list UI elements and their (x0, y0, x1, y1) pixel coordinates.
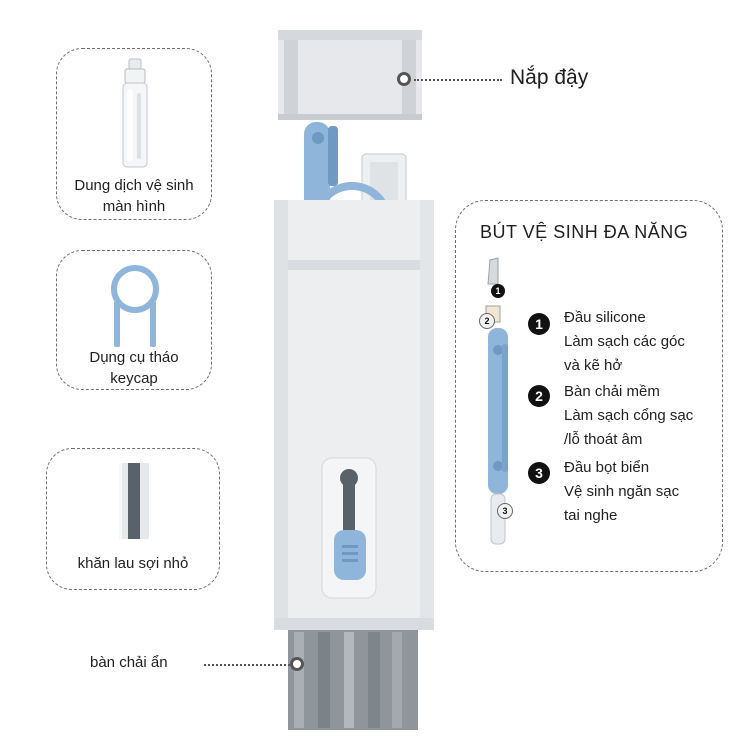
feature-badge-3: 3 (528, 462, 550, 484)
lid-callout-line (414, 79, 502, 81)
hidden-brush-label: bàn chải ẩn (90, 654, 168, 671)
feature-3: Đầu bọt biển Vệ sinh ngăn sạc tai nghe (564, 456, 679, 528)
lid-marker-dot (397, 72, 411, 86)
main-body (274, 200, 434, 630)
pen-marker-3: 3 (497, 503, 513, 519)
hidden-brush (288, 630, 418, 730)
feature-badge-2: 2 (528, 385, 550, 407)
spray-bottle-icon (122, 58, 148, 168)
screen-cleaner-label: Dung dịch vệ sinh (74, 177, 194, 194)
card-microfiber-cloth: khăn lau sợi nhỏ (46, 448, 220, 590)
microfiber-cloth-label: khăn lau sợi nhỏ (77, 555, 189, 572)
feature-1-desc: Làm sạch các góc (564, 333, 685, 350)
pen-panel-title: BÚT VỆ SINH ĐA NĂNG (480, 222, 689, 242)
pen-marker-2: 2 (479, 313, 495, 329)
pen-marker-1: 1 (491, 284, 505, 298)
pen-feature-panel (455, 200, 723, 572)
feature-badge-1: 1 (528, 313, 550, 335)
feature-2: Bàn chải mềm Làm sạch cổng sạc /lỗ thoát… (564, 380, 693, 452)
card-screen-cleaner: Dung dịch vệ sinh màn hình (56, 48, 212, 220)
feature-2-desc: Làm sạch cổng sạc (564, 407, 694, 424)
feature-2-title: Bàn chải mềm (564, 383, 660, 400)
keycap-puller-icon (111, 265, 159, 347)
feature-1: Đầu silicone Làm sạch các góc và kẽ hở (564, 306, 685, 378)
lid-label: Nắp đậy (510, 66, 589, 89)
feature-2-desc-2: /lỗ thoát âm (564, 431, 643, 448)
card-keycap-puller: Dụng cụ tháo keycap (56, 250, 212, 390)
screen-cleaner-label-2: màn hình (102, 198, 166, 215)
brush-marker-dot (290, 657, 304, 671)
brush-callout-line (204, 664, 290, 666)
feature-3-title: Đầu bọt biển (564, 459, 650, 476)
cleaning-kit-illustration (274, 30, 434, 730)
feature-1-title: Đầu silicone (564, 309, 646, 326)
multi-pen-icon (485, 257, 508, 545)
slider-knob[interactable] (334, 530, 366, 580)
feature-1-desc-2: và kẽ hở (564, 357, 623, 374)
microfiber-cloth-icon (119, 463, 149, 539)
keycap-puller-label-2: keycap (110, 370, 158, 387)
keycap-puller-label: Dụng cụ tháo (89, 349, 179, 366)
feature-3-desc-2: tai nghe (564, 507, 618, 524)
feature-3-desc: Vệ sinh ngăn sạc (564, 483, 680, 500)
